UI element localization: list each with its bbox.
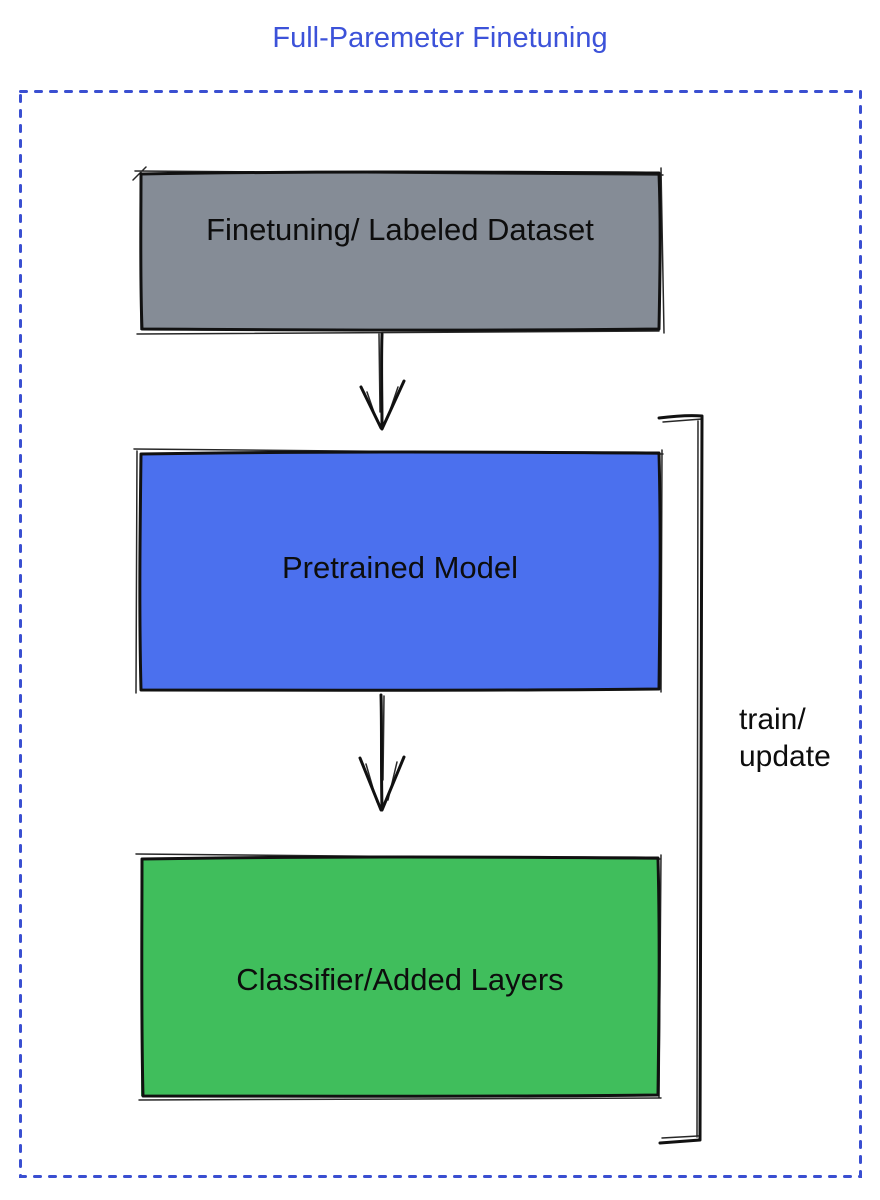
node-fill-gray xyxy=(140,173,660,330)
node-border-sketch xyxy=(135,853,662,1101)
bracket-label-train-update: train/ update xyxy=(739,703,831,773)
node-border-sketch xyxy=(132,166,665,335)
node-border-sketch xyxy=(133,448,664,694)
dashed-boundary xyxy=(19,90,862,1178)
node-label-finetuning-dataset: Finetuning/ Labeled Dataset xyxy=(206,212,594,247)
arrow-down-icon xyxy=(358,693,406,812)
node-label-classifier-added-layers: Classifier/Added Layers xyxy=(236,962,564,997)
node-label-pretrained-model: Pretrained Model xyxy=(281,550,519,585)
node-fill-green xyxy=(141,858,659,1096)
node-border xyxy=(139,170,662,332)
node-classifier-added-layers xyxy=(135,853,662,1101)
node-fill-blue xyxy=(140,453,660,690)
arrow-down-icon xyxy=(359,332,406,431)
node-pretrained-model xyxy=(133,448,664,694)
train-update-bracket xyxy=(657,414,704,1145)
node-finetuning-dataset xyxy=(132,166,665,335)
diagram-title: Full-Paremeter Finetuning xyxy=(272,22,608,54)
